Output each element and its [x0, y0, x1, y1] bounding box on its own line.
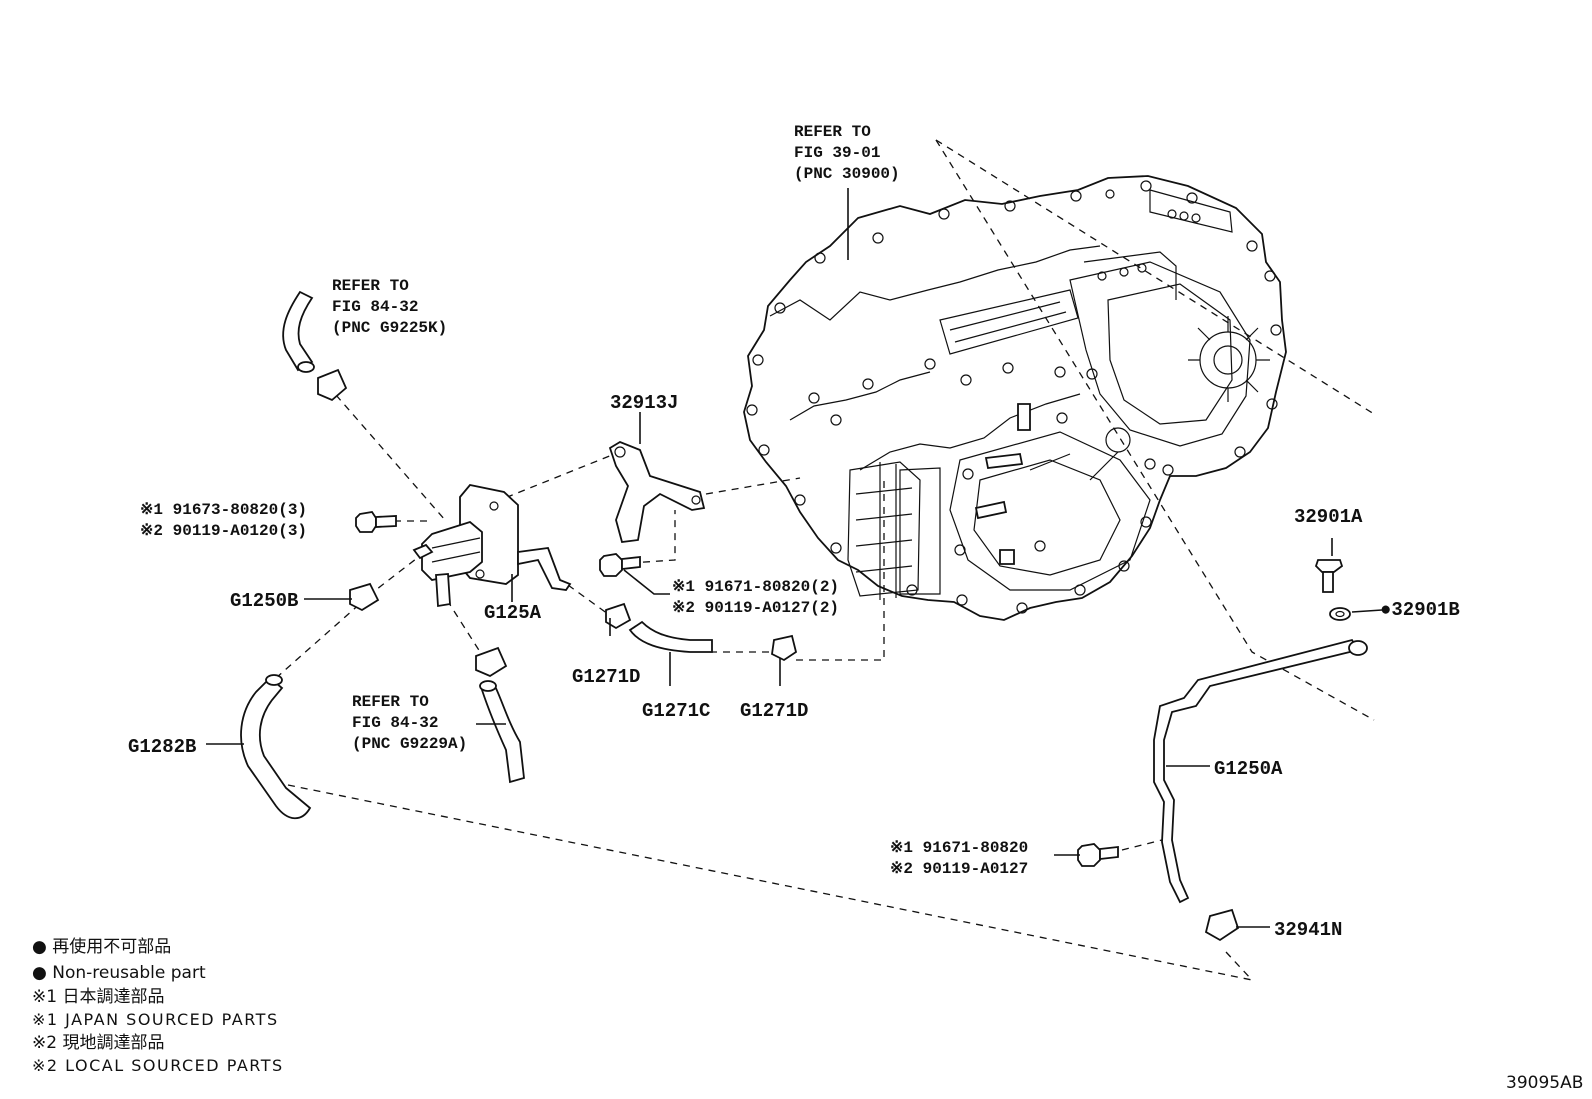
callout-left-bolt-1: ※1 91673-80820(3)	[140, 501, 307, 519]
callout-mid-bolt-2: ※2 90119-A0127(2)	[672, 599, 839, 617]
legend-line-4: ※1 JAPAN SOURCED PARTS	[32, 1010, 279, 1029]
label-g1282b: G1282B	[128, 736, 196, 758]
legend-line-3: ※1 日本調達部品	[32, 987, 164, 1007]
ref-top: REFER TO FIG 39-01 (PNC 30900)	[794, 123, 900, 183]
label-g1271d-right: G1271D	[740, 700, 808, 722]
clamp-lower	[475, 646, 508, 678]
bracket-32913j	[608, 440, 706, 543]
label-32901a: 32901A	[1294, 506, 1363, 528]
ref-top-line3: (PNC 30900)	[794, 165, 900, 183]
legend-line-1: ● 再使用不可部品	[32, 936, 171, 957]
hose-upper-left	[282, 290, 315, 373]
label-32901b: ●32901B	[1380, 599, 1460, 621]
hose-g1282b	[240, 674, 312, 820]
label-g125a: G125A	[484, 602, 542, 624]
callout-right-bolt-1: ※1 91671-80820	[890, 839, 1028, 857]
bolt-right	[1077, 843, 1119, 867]
bolt-mid	[599, 553, 641, 577]
ref-top-line2: FIG 39-01	[794, 144, 880, 162]
legend-line-5: ※2 現地調達部品	[32, 1033, 164, 1053]
clamp-g1271d-right	[771, 634, 798, 662]
ref-upper-left-line3: (PNC G9225K)	[332, 319, 447, 337]
ref-lower-line3: (PNC G9229A)	[352, 735, 467, 753]
legend: ● 再使用不可部品 ● Non-reusable part ※1 日本調達部品 …	[32, 936, 284, 1075]
clamp-g1250b	[349, 582, 380, 612]
clip-32941n	[1204, 908, 1240, 942]
ref-lower: REFER TO FIG 84-32 (PNC G9229A)	[352, 693, 467, 753]
label-g1250a: G1250A	[1214, 758, 1283, 780]
washer-32901b	[1329, 607, 1351, 621]
ref-top-line1: REFER TO	[794, 123, 871, 141]
callout-mid-bolt-1: ※1 91671-80820(2)	[672, 578, 839, 596]
clamp-g1271d-left	[605, 602, 632, 630]
bolt-left	[355, 511, 397, 533]
transaxle-assembly	[743, 175, 1287, 621]
hose-g1271c	[628, 620, 713, 653]
hose-lower-right	[479, 680, 525, 784]
callout-left-bolt-2: ※2 90119-A0120(3)	[140, 522, 307, 540]
callout-right-bolt-2: ※2 90119-A0127	[890, 860, 1028, 878]
ref-upper-left-line2: FIG 84-32	[332, 298, 418, 316]
ref-lower-line1: REFER TO	[352, 693, 429, 711]
label-g1271d-left: G1271D	[572, 666, 640, 688]
bolt-32901a	[1314, 559, 1344, 593]
label-g1271c: G1271C	[642, 700, 710, 722]
ref-lower-line2: FIG 84-32	[352, 714, 438, 732]
ref-upper-left-line1: REFER TO	[332, 277, 409, 295]
legend-line-2: ● Non-reusable part	[32, 963, 206, 983]
oil-cooler-g125a	[412, 484, 572, 608]
ref-upper-left: REFER TO FIG 84-32 (PNC G9225K)	[332, 277, 447, 337]
legend-line-6: ※2 LOCAL SOURCED PARTS	[32, 1056, 284, 1075]
label-g1250b: G1250B	[230, 590, 298, 612]
label-32941n: 32941N	[1274, 919, 1342, 941]
clamp-upper	[317, 368, 348, 402]
assembly-lines	[275, 139, 1375, 981]
label-32913j: 32913J	[610, 392, 678, 414]
pipe-g1250a	[1153, 638, 1368, 904]
leader-lines	[206, 188, 1383, 928]
figure-id: 39095AB	[1506, 1073, 1583, 1093]
